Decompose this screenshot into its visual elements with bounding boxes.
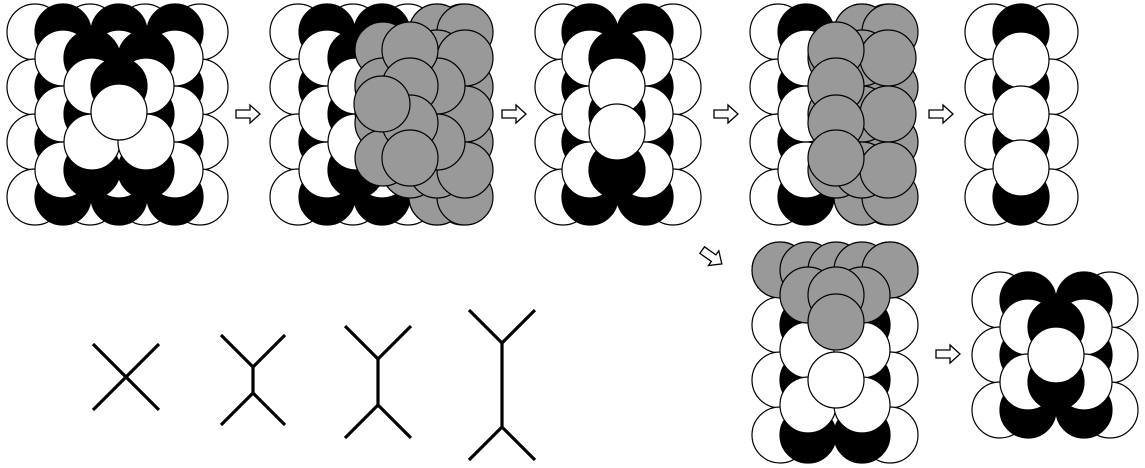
- white-sphere: [807, 351, 865, 409]
- branch-bottom-arms: [343, 402, 413, 440]
- right-arrow-icon: [501, 103, 527, 125]
- sphere-panel-5: [964, 3, 1079, 226]
- removed-sphere: [859, 29, 917, 87]
- branch-top-arms: [219, 333, 287, 370]
- right-arrow-icon: [928, 103, 954, 125]
- split-junction-medium: [343, 324, 413, 440]
- white-sphere: [588, 103, 646, 161]
- right-arrow-icon: [235, 103, 261, 125]
- x-junction: [91, 342, 161, 412]
- removed-sphere: [353, 75, 411, 133]
- sphere-panel-3: [534, 3, 702, 226]
- sphere-panel-6: [751, 241, 919, 464]
- removed-sphere: [807, 129, 865, 187]
- branch-top-arms: [467, 308, 537, 346]
- branch-bottom-arms: [219, 390, 287, 427]
- sphere-panel-4: [749, 3, 919, 226]
- branch-bottom-arms: [467, 424, 537, 462]
- split-junction-short: [219, 333, 287, 427]
- branch-bottom-arms: [91, 374, 161, 412]
- sphere-panel-7: [971, 271, 1139, 439]
- removed-sphere: [381, 129, 439, 187]
- branch-top-arms: [343, 324, 413, 362]
- removed-sphere: [859, 85, 917, 143]
- removed-sphere: [859, 141, 917, 199]
- white-sphere: [992, 85, 1050, 143]
- right-arrow-icon: [713, 103, 739, 125]
- sphere-panel-1: [6, 3, 229, 226]
- down-right-arrow-icon: [698, 245, 723, 267]
- white-sphere: [992, 31, 1050, 89]
- right-arrow-icon: [935, 343, 961, 365]
- split-junction-long: [467, 308, 537, 462]
- sphere-panel-2: [269, 3, 494, 226]
- branch-top-arms: [91, 342, 161, 380]
- white-sphere: [1027, 326, 1085, 384]
- removed-sphere: [807, 293, 865, 351]
- white-sphere: [992, 139, 1050, 197]
- white-sphere: [90, 83, 148, 141]
